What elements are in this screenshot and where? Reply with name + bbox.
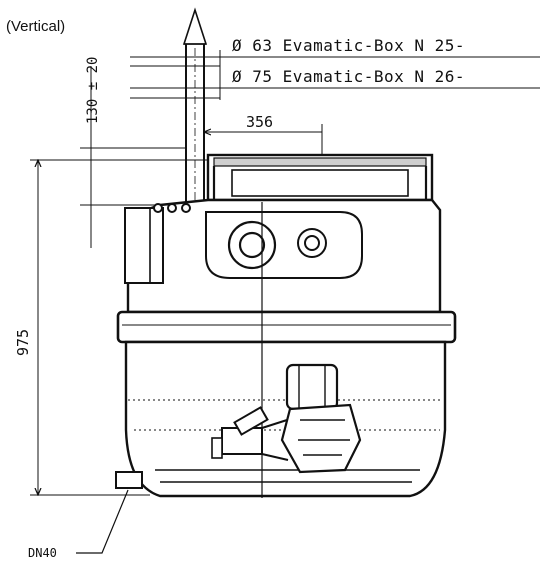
tank-bowl xyxy=(124,340,447,498)
callout-diameter-63: Ø 63 xyxy=(232,36,273,55)
overall-height-label: 975 xyxy=(14,328,32,356)
callout-model-n25: Evamatic-Box N 25- xyxy=(282,36,466,55)
callout-diameter-75: Ø 75 xyxy=(232,67,273,86)
view-label: (Vertical) xyxy=(6,18,66,35)
pump-housing xyxy=(280,403,362,474)
tank-belt xyxy=(116,310,457,344)
tank-lid-grid xyxy=(213,157,427,167)
callout-model-n26: Evamatic-Box N 26- xyxy=(282,67,466,86)
callout-evamatic-n26: Ø 75 Evamatic-Box N 26- xyxy=(232,67,465,86)
discharge-arrow-head xyxy=(182,7,208,45)
dn40-leader xyxy=(76,489,129,554)
overall-height-dimension xyxy=(30,160,210,495)
pipe-offset-label: 356 xyxy=(246,113,274,131)
callout-leaders xyxy=(130,50,540,100)
outlet-height-dimension xyxy=(80,66,186,248)
pump xyxy=(211,363,362,474)
tank-lid-inner xyxy=(231,169,409,197)
tank-body xyxy=(115,153,457,498)
outlet-stub xyxy=(115,471,143,489)
outlet-tolerance-label: 130 ± 20 xyxy=(85,56,101,124)
callout-evamatic-n25: Ø 63 Evamatic-Box N 25- xyxy=(232,36,465,55)
pump-motor xyxy=(285,363,339,411)
connection-label: DN40 xyxy=(28,546,57,560)
